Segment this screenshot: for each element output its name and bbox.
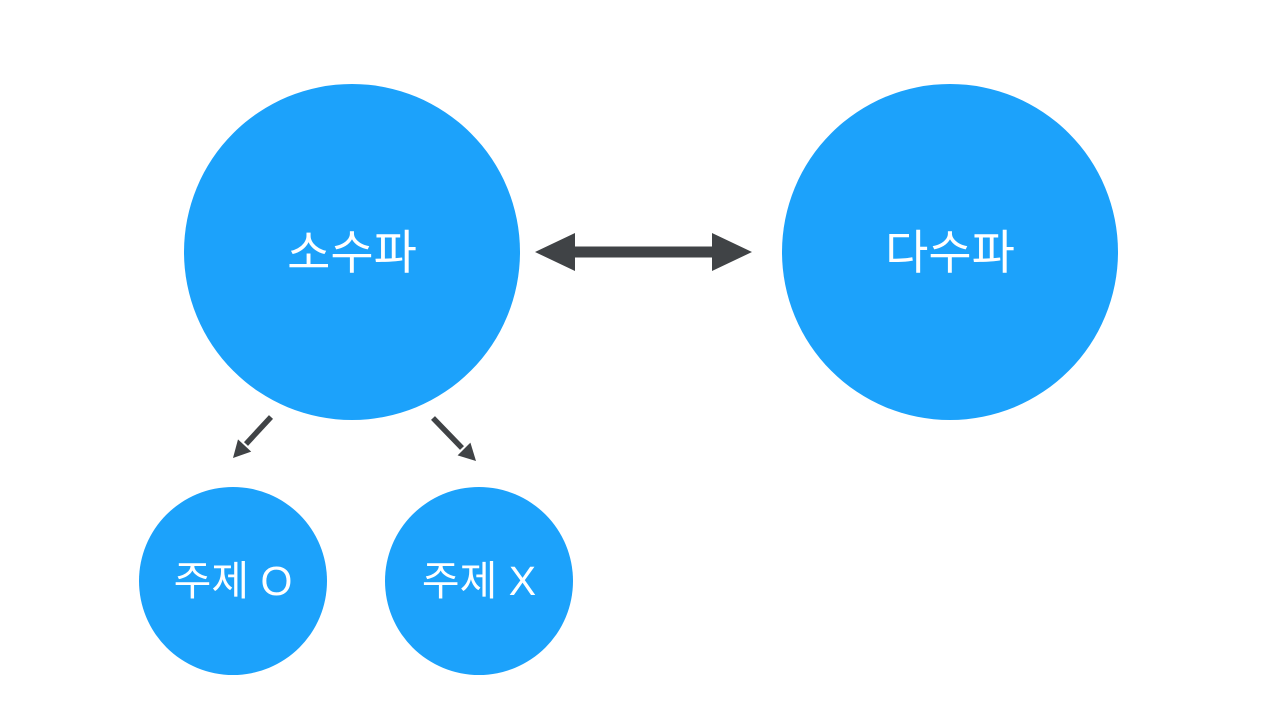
arrow-minority-topic-o (233, 415, 274, 458)
node-topic-x: 주제 X (385, 487, 573, 675)
node-majority: 다수파 (782, 84, 1118, 420)
double-arrow-minority-majority (535, 233, 752, 271)
node-topic-x-label: 주제 X (421, 557, 537, 604)
arrow-minority-topic-x (431, 416, 476, 461)
node-topic-o: 주제 O (139, 487, 327, 675)
node-topic-o-label: 주제 O (173, 557, 293, 604)
node-majority-label: 다수파 (885, 225, 1015, 279)
node-minority-label: 소수파 (287, 225, 417, 279)
node-minority: 소수파 (184, 84, 520, 420)
